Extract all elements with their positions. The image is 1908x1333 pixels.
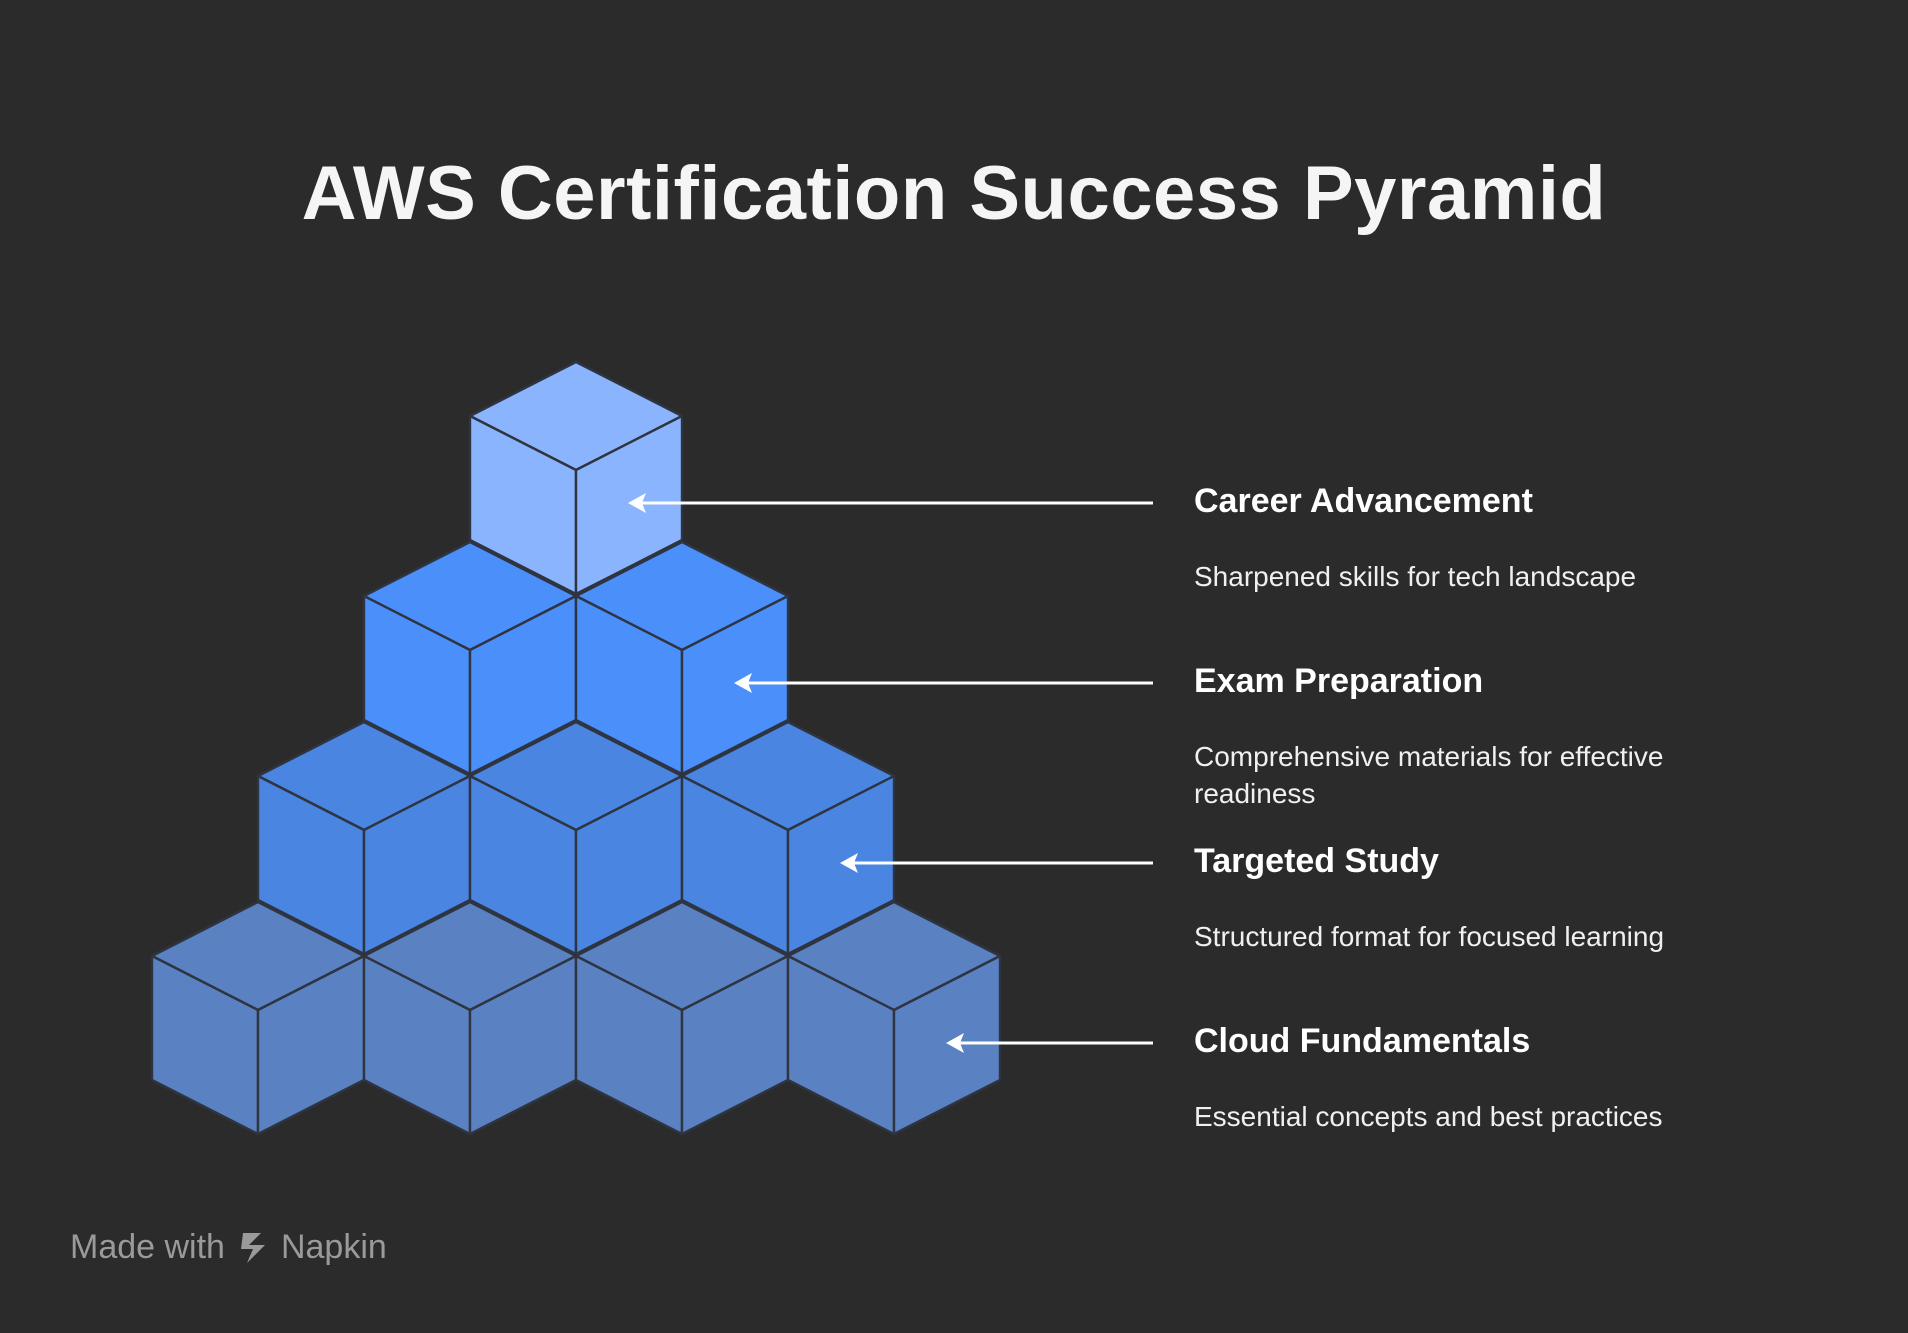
napkin-logo-icon [240, 1232, 265, 1263]
level-desc-career-advancement: Sharpened skills for tech landscape [1194, 561, 1637, 592]
cube [150, 900, 366, 1136]
level-desc-cloud-fundamentals: Essential concepts and best practices [1194, 1101, 1663, 1132]
arrow-head [628, 493, 646, 513]
pointer-arrow [840, 853, 1153, 873]
level-title-targeted-study: Targeted Study [1194, 842, 1439, 880]
arrow-group [628, 493, 1153, 1053]
arrow-head [946, 1033, 964, 1053]
cube-right-face [574, 414, 684, 596]
cube [468, 720, 684, 956]
cube-stack [150, 360, 1002, 1136]
cube [468, 360, 684, 596]
cube [362, 540, 578, 776]
level-title-career-advancement: Career Advancement [1194, 482, 1533, 520]
footer-watermark: Made with Napkin [70, 1228, 387, 1267]
cube [574, 540, 790, 776]
cube-right-face [680, 594, 790, 776]
level-desc-exam-preparation: Comprehensive materials for effective re… [1194, 741, 1664, 809]
pointer-arrow [946, 1033, 1153, 1053]
cube-right-face [892, 954, 1002, 1136]
level-desc-targeted-study: Structured format for focused learning [1194, 921, 1665, 952]
arrow-head [734, 673, 752, 693]
pointer-arrow [734, 673, 1153, 693]
page-title: AWS Certification Success Pyramid [301, 151, 1607, 236]
cube [256, 720, 472, 956]
pointer-arrow [628, 493, 1153, 513]
level-title-cloud-fundamentals: Cloud Fundamentals [1194, 1022, 1531, 1060]
cube [680, 720, 896, 956]
footer-brand: Napkin [280, 1228, 387, 1266]
cube-right-face [786, 774, 896, 956]
footer-prefix: Made with [70, 1228, 225, 1266]
cube [786, 900, 1002, 1136]
level-title-exam-preparation: Exam Preparation [1194, 662, 1484, 700]
cube [362, 900, 578, 1136]
arrow-head [840, 853, 858, 873]
